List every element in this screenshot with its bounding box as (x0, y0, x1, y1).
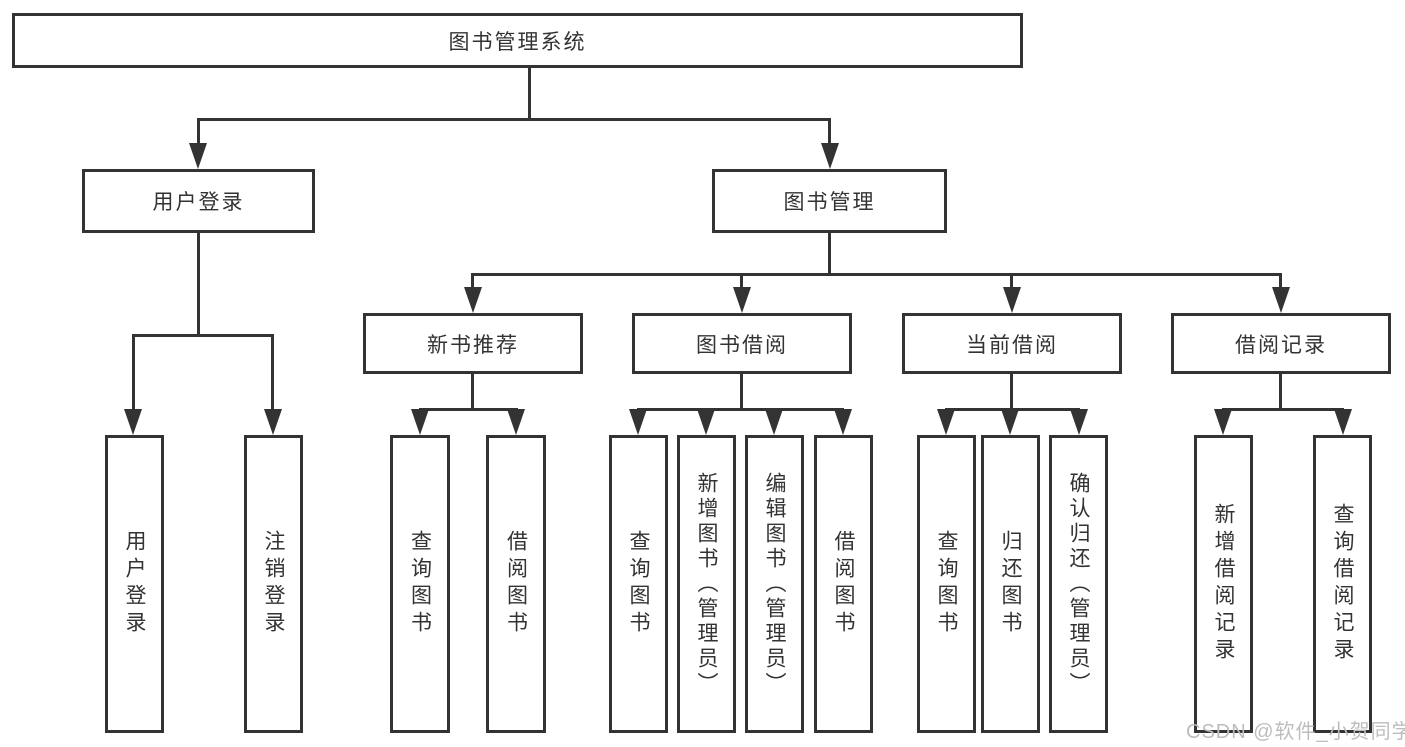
leaf-edit-book-admin: 编辑图书（管理员） (745, 435, 804, 733)
leaf-recommend-borrow-book-label: 借阅图书 (504, 530, 528, 638)
leaf-user-login: 用户登录 (105, 435, 164, 733)
arrowhead-icon (834, 409, 852, 435)
leaf-recommend-borrow-book: 借阅图书 (486, 435, 546, 733)
connector-level3-rail (471, 273, 1282, 276)
leaf-confirm-return-admin-label: 确认归还（管理员） (1067, 471, 1090, 697)
arrowhead-icon (411, 409, 429, 435)
arrowhead-icon (1272, 287, 1290, 313)
node-book-management-label: 图书管理 (783, 191, 876, 214)
connector-current-stub (1010, 374, 1013, 410)
connector-root-stub (528, 68, 531, 119)
leaf-add-borrow-record-label: 新增借阅记录 (1212, 503, 1235, 665)
arrowhead-icon (124, 409, 142, 435)
leaf-borrow-book: 借阅图书 (814, 435, 873, 733)
leaf-return-book-label: 归还图书 (999, 530, 1022, 638)
node-user-login: 用户登录 (82, 169, 315, 233)
leaf-current-query-book-label: 查询图书 (935, 530, 958, 638)
arrowhead-icon (264, 409, 282, 435)
leaf-edit-book-admin-label: 编辑图书（管理员） (763, 471, 786, 697)
arrowhead-icon (733, 287, 751, 313)
node-book-borrow: 图书借阅 (632, 313, 852, 374)
node-current-borrow: 当前借阅 (902, 313, 1122, 374)
connector-record-rail (1222, 408, 1344, 411)
leaf-user-login-label: 用户登录 (123, 530, 146, 638)
leaf-return-book: 归还图书 (981, 435, 1040, 733)
leaf-logout: 注销登录 (244, 435, 303, 733)
node-book-management: 图书管理 (712, 169, 947, 233)
leaf-recommend-query-book: 查询图书 (390, 435, 450, 733)
leaf-query-borrow-record: 查询借阅记录 (1313, 435, 1372, 733)
connector-drop-level3 (471, 273, 474, 291)
connector-login-stub (197, 233, 200, 336)
leaf-query-borrow-record-label: 查询借阅记录 (1331, 503, 1354, 665)
arrowhead-icon (697, 409, 715, 435)
node-root: 图书管理系统 (12, 13, 1023, 68)
node-borrow-record: 借阅记录 (1171, 313, 1391, 374)
arrowhead-icon (464, 287, 482, 313)
leaf-add-borrow-record: 新增借阅记录 (1194, 435, 1253, 733)
node-current-borrow-label: 当前借阅 (966, 333, 1058, 357)
arrowhead-icon (765, 409, 783, 435)
connector-drop-login (197, 118, 200, 148)
leaf-current-query-book: 查询图书 (917, 435, 976, 733)
leaf-borrow-query-book-label: 查询图书 (627, 530, 650, 638)
arrowhead-icon (1334, 409, 1352, 435)
arrowhead-icon (821, 143, 839, 169)
node-borrow-record-label: 借阅记录 (1235, 333, 1327, 357)
node-root-label: 图书管理系统 (448, 30, 587, 54)
leaf-confirm-return-admin: 确认归还（管理员） (1049, 435, 1108, 733)
connector-record-stub (1279, 374, 1282, 410)
arrowhead-icon (507, 409, 525, 435)
connector-drop-level3 (1279, 273, 1282, 291)
arrowhead-icon (1001, 409, 1019, 435)
connector-drop-level3 (1010, 273, 1013, 291)
connector-recommend-stub (471, 374, 474, 410)
connector-recommend-rail (419, 408, 518, 411)
connector-drop-leaf (271, 334, 274, 412)
arrowhead-icon (1003, 287, 1021, 313)
connector-drop-leaf (132, 334, 135, 412)
node-new-book-recommend-label: 新书推荐 (427, 333, 519, 357)
node-book-borrow-label: 图书借阅 (696, 333, 788, 357)
connector-borrow-stub (740, 374, 743, 410)
arrowhead-icon (1070, 409, 1088, 435)
connector-drop-level3 (740, 273, 743, 291)
connector-borrow-rail (637, 408, 844, 411)
leaf-logout-label: 注销登录 (262, 530, 285, 638)
arrowhead-icon (189, 143, 207, 169)
leaf-borrow-query-book: 查询图书 (609, 435, 668, 733)
arrowhead-icon (629, 409, 647, 435)
leaf-add-book-admin: 新增图书（管理员） (677, 435, 736, 733)
node-new-book-recommend: 新书推荐 (363, 313, 583, 374)
arrowhead-icon (1214, 409, 1232, 435)
connector-level2-rail (197, 118, 831, 121)
arrowhead-icon (937, 409, 955, 435)
csdn-watermark: CSDN @软件_小贺同学 (1186, 721, 1405, 743)
node-user-login-label: 用户登录 (152, 191, 245, 214)
leaf-borrow-book-label: 借阅图书 (832, 530, 855, 638)
connector-drop-bookmgmt (828, 118, 831, 148)
connector-login-rail (132, 334, 274, 337)
leaf-add-book-admin-label: 新增图书（管理员） (695, 471, 718, 697)
leaf-recommend-query-book-label: 查询图书 (408, 530, 432, 638)
connector-bookmgmt-stub (828, 233, 831, 275)
